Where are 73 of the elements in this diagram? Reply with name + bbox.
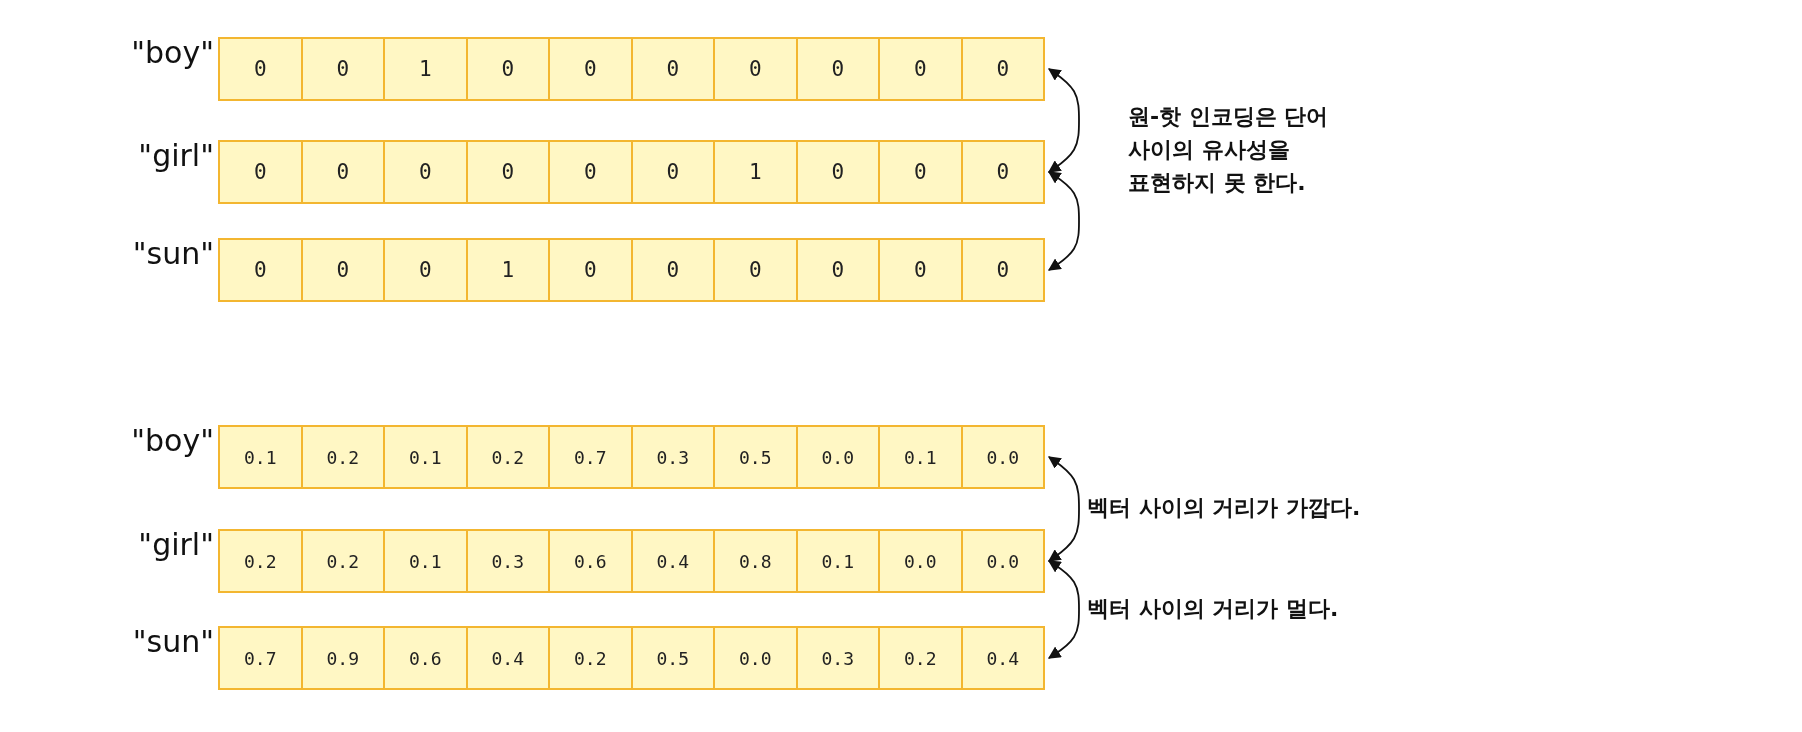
vector-cell: 0.1 <box>880 427 963 487</box>
vector-cell: 0 <box>550 39 633 99</box>
edge-label: 벡터 사이의 거리가 멀다. <box>1087 594 1339 623</box>
vector-cell: 0 <box>715 240 798 300</box>
word-label: "sun" <box>132 236 214 271</box>
vector-cell: 0.3 <box>797 628 880 688</box>
vector-cell: 0.2 <box>220 531 303 591</box>
vector-cell: 0.2 <box>467 427 550 487</box>
vector-cell: 0 <box>797 142 880 202</box>
vector-cell: 0.4 <box>962 628 1043 688</box>
vector-cell: 0 <box>302 142 385 202</box>
note-text: 원-핫 인코딩은 단어 사이의 유사성을 표현하지 못 한다. <box>1128 103 1330 197</box>
vector-cell: 0 <box>220 142 303 202</box>
vector-cell: 1 <box>715 142 798 202</box>
word-label: "sun" <box>132 624 214 659</box>
vector-cell: 0.2 <box>302 427 385 487</box>
vector-cell: 1 <box>467 240 550 300</box>
vector-cell: 0.9 <box>302 628 385 688</box>
edge-label: 벡터 사이의 거리가 가깝다. <box>1087 494 1361 522</box>
word-label: "girl" <box>138 527 214 562</box>
double-arrow <box>1047 456 1080 562</box>
vector-cell: 0 <box>962 39 1043 99</box>
vector-cell: 0.5 <box>715 427 798 487</box>
vector-cell: 0.0 <box>715 628 798 688</box>
vector-cell: 0.1 <box>385 427 468 487</box>
vector-cell: 0 <box>220 39 303 99</box>
vector-cell: 0 <box>797 240 880 300</box>
double-arrow <box>1047 68 1080 173</box>
vector-cell: 0 <box>385 142 468 202</box>
word-label: "girl" <box>138 138 214 173</box>
vector-cell: 0.3 <box>467 531 550 591</box>
vector-cell: 0.0 <box>880 531 963 591</box>
word-label: "boy" <box>131 423 214 458</box>
vector-cell: 0 <box>797 39 880 99</box>
vector-cell: 0 <box>302 240 385 300</box>
double-arrow <box>1047 171 1080 271</box>
vector-cell: 0.1 <box>385 531 468 591</box>
vector-cell: 0 <box>550 142 633 202</box>
vector-cell: 0.7 <box>550 427 633 487</box>
vector-cell: 0.3 <box>632 427 715 487</box>
vector-cell: 0.1 <box>797 531 880 591</box>
vector-cell: 0.1 <box>220 427 303 487</box>
vector-cell: 0 <box>880 39 963 99</box>
vector-cell: 0 <box>550 240 633 300</box>
vector-cell: 0 <box>467 142 550 202</box>
double-arrow <box>1047 560 1080 659</box>
vector-cell: 0 <box>962 240 1043 300</box>
vector-cell: 0 <box>220 240 303 300</box>
vector-cell: 0.0 <box>962 531 1043 591</box>
vector-cell: 0.4 <box>467 628 550 688</box>
vector-cell: 0 <box>880 142 963 202</box>
vector-cell: 0 <box>632 39 715 99</box>
vector-cell: 0 <box>632 240 715 300</box>
vector-cell: 0 <box>962 142 1043 202</box>
vector-cell: 0.2 <box>302 531 385 591</box>
vector-cell: 0 <box>302 39 385 99</box>
vector-cell: 0.6 <box>550 531 633 591</box>
vector-cell: 0.0 <box>962 427 1043 487</box>
vector-cell: 0.0 <box>797 427 880 487</box>
vector-cell: 0 <box>385 240 468 300</box>
vector-cell: 1 <box>385 39 468 99</box>
vector-cell: 0.7 <box>220 628 303 688</box>
vector-cell: 0.4 <box>632 531 715 591</box>
vector-cell: 0.5 <box>632 628 715 688</box>
vector-cell: 0.6 <box>385 628 468 688</box>
vector-cell: 0 <box>880 240 963 300</box>
vector-cell: 0 <box>467 39 550 99</box>
word-label: "boy" <box>131 35 214 70</box>
vector-cell: 0.2 <box>880 628 963 688</box>
vector-cell: 0.2 <box>550 628 633 688</box>
vector-cell: 0.8 <box>715 531 798 591</box>
vector-cell: 0 <box>632 142 715 202</box>
vector-cell: 0 <box>715 39 798 99</box>
